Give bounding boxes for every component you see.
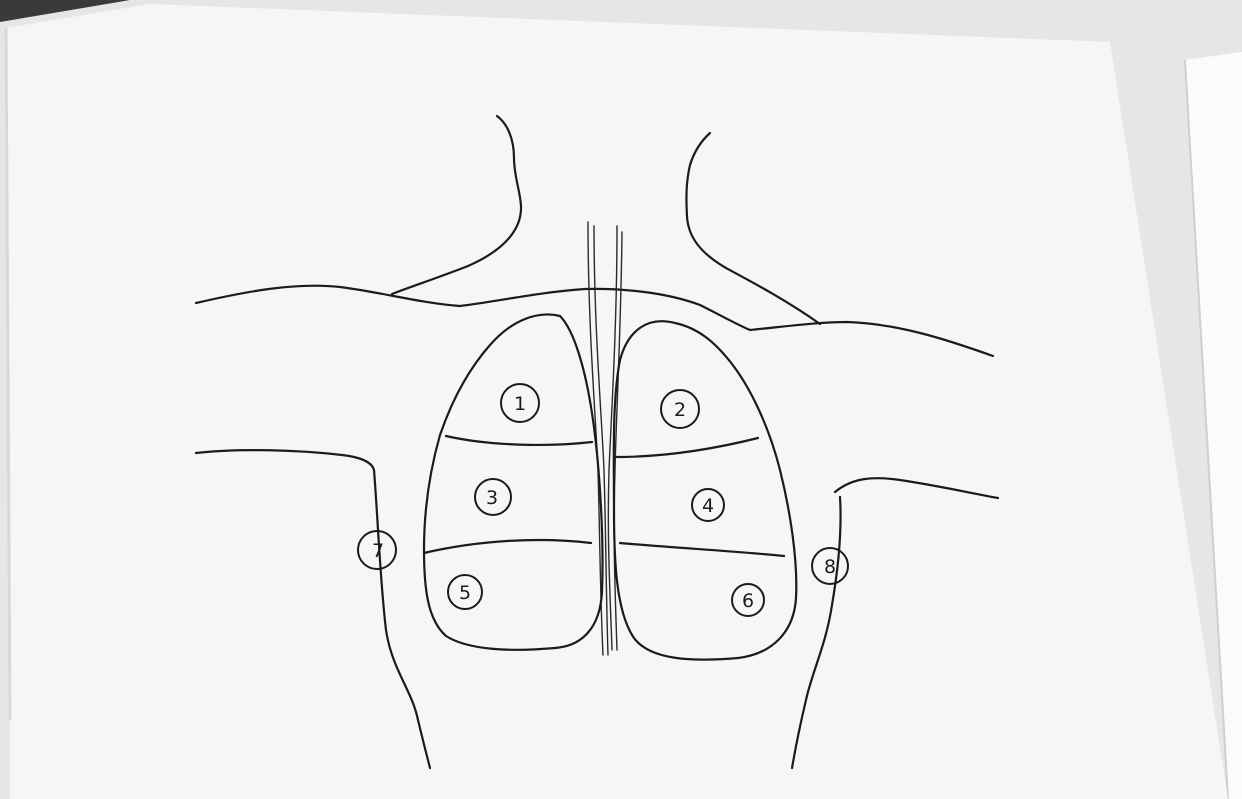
zone-label: 5	[459, 582, 471, 604]
zone-label: 8	[824, 556, 836, 578]
zone-label: 7	[372, 540, 384, 562]
zone-label: 3	[486, 487, 498, 509]
zone-label: 6	[742, 590, 754, 612]
zone-label: 1	[514, 393, 526, 415]
zone-label: 2	[674, 399, 686, 421]
zone-label: 4	[702, 495, 714, 517]
